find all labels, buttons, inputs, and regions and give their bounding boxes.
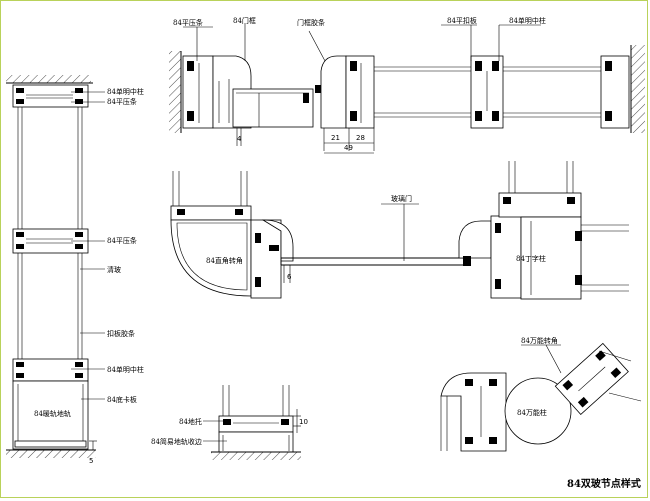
middle-section: 6 bbox=[170, 161, 629, 300]
bottom-panel bbox=[12, 380, 89, 450]
label-mid-glass-door: 玻璃门 bbox=[391, 194, 412, 203]
label-left-bottom-plate: 84底卡板 bbox=[107, 395, 137, 404]
universal-post-section bbox=[440, 342, 642, 452]
label-mid-t-post: 84丁字柱 bbox=[516, 254, 546, 263]
left-vertical-section: 5 bbox=[6, 75, 105, 465]
dim-10: 10 bbox=[299, 418, 308, 426]
top-section: 4 21 28 49 bbox=[169, 23, 645, 154]
label-top-pressure-strip: 84平压条 bbox=[173, 18, 203, 27]
door-leaf bbox=[232, 88, 314, 128]
label-br-universal-post: 84万能柱 bbox=[517, 408, 547, 417]
label-br-any-angle: 84万能转角 bbox=[521, 336, 558, 345]
label-left-mullion-2: 84单明中柱 bbox=[107, 365, 144, 374]
label-top-door-seal: 门框胶条 bbox=[297, 18, 325, 27]
t-post-top bbox=[498, 192, 582, 218]
wall-left-top bbox=[169, 51, 181, 133]
label-top-flat-cover: 84平扣板 bbox=[447, 16, 477, 25]
drawing-title: 84双玻节点样式 bbox=[567, 477, 641, 490]
dim-4: 4 bbox=[237, 135, 242, 143]
floor-hatch bbox=[6, 450, 96, 458]
label-left-ground-rail: 84暖轨地轨 bbox=[34, 409, 71, 418]
dim-5: 5 bbox=[89, 457, 93, 465]
ground-support-section: 10 bbox=[203, 385, 308, 460]
label-left-pressure-strip: 84平压条 bbox=[107, 97, 137, 106]
floor-hatch-center bbox=[211, 452, 301, 460]
label-top-mullion: 84单明中柱 bbox=[509, 16, 546, 25]
universal-left-arm bbox=[440, 372, 507, 452]
head-profile bbox=[12, 84, 89, 108]
door-seal-frame bbox=[320, 55, 347, 129]
label-left-pressure-strip-2: 84平压条 bbox=[107, 236, 137, 245]
dim-6: 6 bbox=[287, 273, 292, 281]
label-top-door-frame: 84门框 bbox=[233, 16, 256, 25]
ground-rail-trim bbox=[218, 431, 294, 453]
dim-21: 21 bbox=[331, 134, 340, 142]
label-mid-corner: 84直角转角 bbox=[206, 256, 243, 265]
universal-post-circle bbox=[504, 377, 572, 445]
label-bc-ground-support: 84地托 bbox=[179, 417, 202, 426]
wall-right-top bbox=[631, 45, 645, 133]
ceiling-hatch bbox=[6, 75, 91, 83]
label-bc-ground-rail-trim: 84简易地轨收边 bbox=[151, 437, 202, 446]
dim-28: 28 bbox=[356, 134, 365, 142]
label-left-top-mullion: 84单明中柱 bbox=[107, 87, 144, 96]
dim-49: 49 bbox=[344, 144, 353, 152]
t-post-arc bbox=[458, 220, 492, 259]
label-left-glass: 清玻 bbox=[107, 265, 121, 274]
label-left-snap-strip: 扣板胶条 bbox=[107, 329, 135, 338]
